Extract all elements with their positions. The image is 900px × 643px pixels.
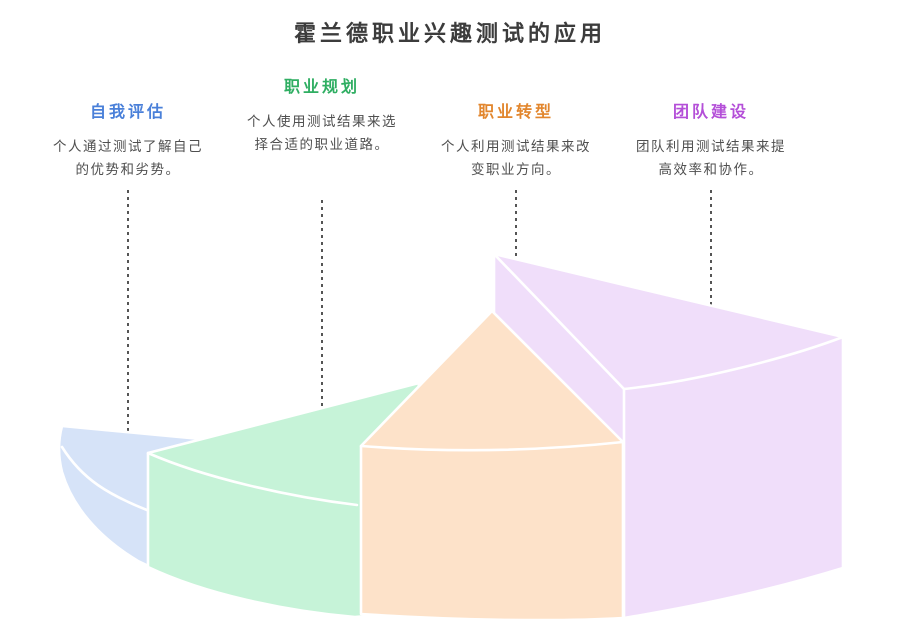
section-team-building: 团队建设 团队利用测试结果来提高效率和协作。 — [629, 98, 793, 181]
pie-slice-career-planning — [146, 381, 421, 619]
connector-team-building — [704, 190, 719, 333]
section-self-assessment: 自我评估 个人通过测试了解自己的优势和劣势。 — [46, 98, 210, 181]
section-label: 团队建设 — [672, 104, 749, 121]
section-description: 个人利用测试结果来改变职业方向。 — [441, 139, 591, 177]
pie-slice-career-transition — [359, 309, 625, 622]
section-description: 个人使用测试结果来选择合适的职业道路。 — [247, 114, 397, 152]
section-description: 团队利用测试结果来提高效率和协作。 — [636, 139, 786, 177]
section-label: 职业规划 — [283, 79, 360, 96]
section-label: 职业转型 — [477, 104, 554, 121]
page-title: 霍兰德职业兴趣测试的应用 — [293, 21, 606, 46]
section-label: 自我评估 — [89, 104, 166, 121]
section-career-transition: 职业转型 个人利用测试结果来改变职业方向。 — [434, 98, 598, 181]
section-description: 个人通过测试了解自己的优势和劣势。 — [53, 139, 203, 177]
connector-career-planning — [315, 200, 330, 441]
connector-self-assessment — [121, 190, 136, 465]
section-career-planning: 职业规划 个人使用测试结果来选择合适的职业道路。 — [240, 73, 404, 156]
